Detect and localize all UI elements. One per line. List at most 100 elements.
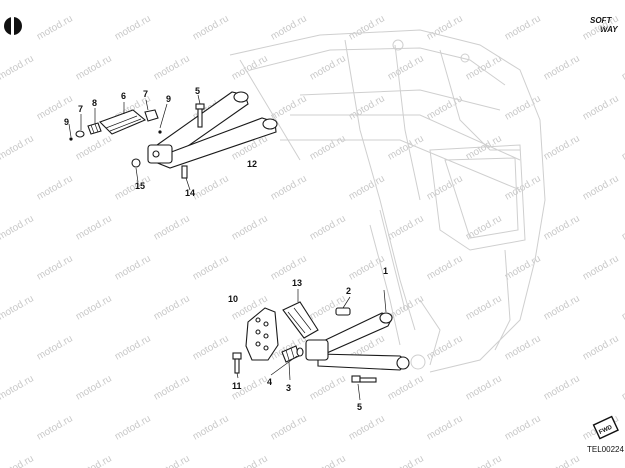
callout-12: 12 xyxy=(247,159,257,169)
watermark-text: motod.ru xyxy=(347,413,387,442)
passenger-footpeg-ball xyxy=(69,130,85,141)
watermark-text: motod.ru xyxy=(191,13,231,42)
fwd-label: FWD xyxy=(598,424,614,435)
watermark-text: motod.ru xyxy=(464,293,504,322)
watermark-text: motod.ru xyxy=(152,0,192,3)
bolt-11 xyxy=(232,352,242,374)
watermark-text: motod.ru xyxy=(113,413,153,442)
watermark-text: motod.ru xyxy=(35,253,75,282)
watermark-text: motod.ru xyxy=(620,53,625,82)
rider-footpeg xyxy=(282,301,319,339)
watermark-text: motod.ru xyxy=(620,0,625,3)
watermark-text: motod.ru xyxy=(386,373,426,402)
callout-2: 2 xyxy=(346,286,351,296)
watermark-text: motod.ru xyxy=(347,13,387,42)
watermark-text: motod.ru xyxy=(464,0,504,3)
watermark-text: motod.ru xyxy=(35,13,75,42)
watermark-text: motod.ru xyxy=(542,0,582,3)
watermark-text: motod.ru xyxy=(74,453,114,468)
watermark-text: motod.ru xyxy=(269,173,309,202)
watermark-text: motod.ru xyxy=(425,13,465,42)
watermark-text: motod.ru xyxy=(308,213,348,242)
watermark-text: motod.ru xyxy=(347,173,387,202)
callout-4: 4 xyxy=(267,377,272,387)
watermark-text: motod.ru xyxy=(74,213,114,242)
watermark-text: motod.ru xyxy=(425,173,465,202)
callout-14: 14 xyxy=(185,188,195,198)
watermark-text: motod.ru xyxy=(152,293,192,322)
watermark-text: motod.ru xyxy=(74,293,114,322)
watermark-text: motod.ru xyxy=(230,53,270,82)
watermark-text: motod.ru xyxy=(308,373,348,402)
watermark-text: motod.ru xyxy=(308,53,348,82)
watermark-text: motod.ru xyxy=(74,0,114,3)
watermark-text: motod.ru xyxy=(581,333,621,362)
watermark-text: motod.ru xyxy=(620,293,625,322)
brand-line-1: SOFT xyxy=(590,16,612,25)
watermark-text: motod.ru xyxy=(425,333,465,362)
watermark-text: motod.ru xyxy=(581,173,621,202)
watermark-text: motod.ru xyxy=(347,93,387,122)
watermark-text: motod.ru xyxy=(620,213,625,242)
watermark-text: motod.ru xyxy=(308,133,348,162)
watermark-text: motod.ru xyxy=(620,373,625,402)
watermark-text: motod.ru xyxy=(230,453,270,468)
pin-14 xyxy=(181,165,188,179)
watermark-text: motod.ru xyxy=(542,293,582,322)
fwd-indicator: FWD xyxy=(592,415,619,440)
watermark-text: motod.ru xyxy=(269,253,309,282)
callout-9-right: 9 xyxy=(166,94,171,104)
watermark-text: motod.ru xyxy=(35,333,75,362)
bolt-5-lower xyxy=(351,375,377,383)
watermark-text: motod.ru xyxy=(542,53,582,82)
watermark-text: motod.ru xyxy=(308,0,348,3)
passenger-footpeg xyxy=(99,109,147,135)
watermark-text: motod.ru xyxy=(269,13,309,42)
watermark-text: motod.ru xyxy=(113,173,153,202)
watermark-text: motod.ru xyxy=(74,133,114,162)
watermark-text: motod.ru xyxy=(386,213,426,242)
watermark-text: motod.ru xyxy=(113,13,153,42)
callout-5-upper: 5 xyxy=(195,86,200,96)
watermark-text: motod.ru xyxy=(0,373,36,402)
bolt-5-upper xyxy=(195,103,205,128)
watermark-text: motod.ru xyxy=(386,0,426,3)
watermark-text: motod.ru xyxy=(230,213,270,242)
watermark-text: motod.ru xyxy=(464,53,504,82)
watermark-text: motod.ru xyxy=(425,413,465,442)
callout-7-left: 7 xyxy=(78,104,83,114)
passenger-footpeg-plate xyxy=(144,109,162,134)
watermark-text: motod.ru xyxy=(0,133,36,162)
watermark-text: motod.ru xyxy=(191,413,231,442)
watermark-text: motod.ru xyxy=(152,53,192,82)
watermark-text: motod.ru xyxy=(191,253,231,282)
callout-6: 6 xyxy=(121,91,126,101)
watermark-text: motod.ru xyxy=(386,453,426,468)
watermark-text: motod.ru xyxy=(74,53,114,82)
footpeg-washer-4 xyxy=(296,347,304,357)
watermark-text: motod.ru xyxy=(542,133,582,162)
heel-guard-plate xyxy=(245,307,279,361)
softway-logo: SOFT WAY xyxy=(590,16,618,34)
watermark-text: motod.ru xyxy=(581,253,621,282)
pin-2 xyxy=(335,307,351,316)
callout-8: 8 xyxy=(92,98,97,108)
watermark-text: motod.ru xyxy=(0,0,36,3)
watermark-text: motod.ru xyxy=(464,453,504,468)
watermark-text: motod.ru xyxy=(113,333,153,362)
callout-3: 3 xyxy=(286,383,291,393)
watermark-text: motod.ru xyxy=(191,173,231,202)
watermark-text: motod.ru xyxy=(425,253,465,282)
watermark-text: motod.ru xyxy=(503,413,543,442)
watermark-text: motod.ru xyxy=(347,253,387,282)
watermark-text: motod.ru xyxy=(35,413,75,442)
watermark-text: motod.ru xyxy=(503,93,543,122)
watermark-text: motod.ru xyxy=(503,13,543,42)
watermark-text: motod.ru xyxy=(152,373,192,402)
callout-9-left: 9 xyxy=(64,117,69,127)
watermark-text: motod.ru xyxy=(152,453,192,468)
watermark-text: motod.ru xyxy=(386,53,426,82)
watermark-text: motod.ru xyxy=(113,253,153,282)
